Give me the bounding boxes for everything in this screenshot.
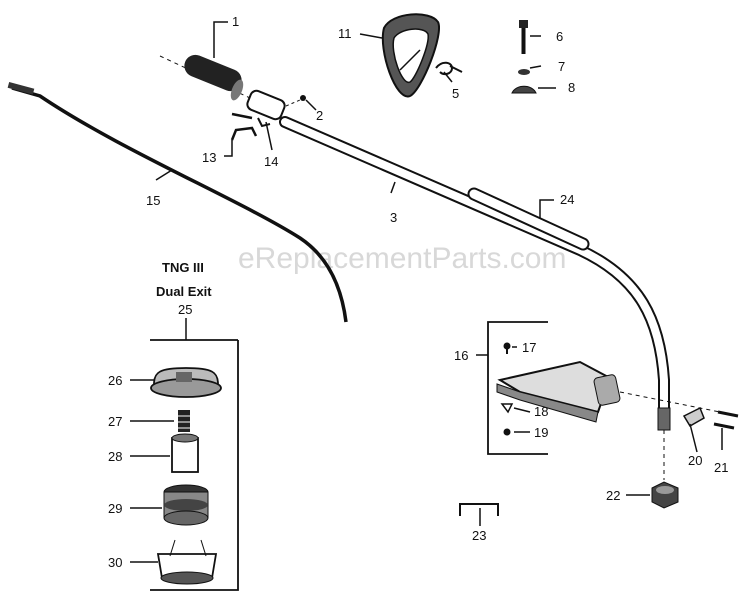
callout-labels: 1 2 3 5 6 7 8 11 13 14 15 16 17 18 19 20… — [108, 14, 728, 570]
callout-16: 16 — [454, 348, 468, 363]
callout-30: 30 — [108, 555, 122, 570]
part-16-shield-group[interactable] — [487, 321, 721, 455]
part-8-wing-nut[interactable] — [511, 85, 537, 94]
part-14-throttle-housing[interactable] — [231, 89, 286, 128]
part-15-drive-cable[interactable] — [7, 81, 348, 323]
part-13-trigger[interactable] — [230, 126, 258, 141]
callout-21: 21 — [714, 460, 728, 475]
callout-29: 29 — [108, 501, 122, 516]
callout-25: 25 — [178, 302, 192, 317]
callout-23: 23 — [472, 528, 486, 543]
callout-17: 17 — [522, 340, 536, 355]
callout-2: 2 — [316, 108, 323, 123]
callout-1: 1 — [232, 14, 239, 29]
part-22-hex-nut[interactable] — [651, 430, 679, 509]
group-title-line2: Dual Exit — [156, 284, 212, 299]
callout-6: 6 — [556, 29, 563, 44]
callout-27: 27 — [108, 414, 122, 429]
part-20-clamp[interactable] — [682, 406, 705, 428]
part-1-grip[interactable] — [159, 52, 251, 103]
callout-22: 22 — [606, 488, 620, 503]
callout-28: 28 — [108, 449, 122, 464]
part-25-trimmer-head-group[interactable] — [150, 339, 239, 591]
part-6-bolt[interactable] — [519, 20, 528, 54]
part-24-sleeve[interactable] — [467, 187, 590, 251]
callout-14: 14 — [264, 154, 278, 169]
part-3-tube[interactable] — [279, 116, 671, 431]
callout-15: 15 — [146, 193, 160, 208]
part-5-clip[interactable] — [435, 61, 463, 76]
callout-7: 7 — [558, 59, 565, 74]
watermark: eReplacementParts.com — [238, 242, 566, 275]
group-title-line1: TNG III — [162, 260, 204, 275]
part-28-eyelet[interactable] — [171, 433, 199, 473]
callout-18: 18 — [534, 404, 548, 419]
part-17-screw[interactable] — [503, 342, 511, 355]
part-26-cap[interactable] — [150, 367, 222, 398]
part-29-spool[interactable] — [163, 484, 209, 526]
callout-24: 24 — [560, 192, 574, 207]
callout-3: 3 — [390, 210, 397, 225]
callout-19: 19 — [534, 425, 548, 440]
part-18-nut[interactable] — [500, 403, 514, 414]
callout-26: 26 — [108, 373, 122, 388]
part-11-handle[interactable] — [381, 13, 440, 98]
leader-lines — [130, 21, 723, 563]
callout-20: 20 — [688, 453, 702, 468]
part-19-washer[interactable] — [503, 428, 511, 436]
part-27-spring[interactable] — [178, 410, 190, 432]
callout-5: 5 — [452, 86, 459, 101]
callout-11: 11 — [338, 26, 352, 41]
part-23-bracket[interactable] — [459, 503, 499, 516]
callout-8: 8 — [568, 80, 575, 95]
part-30-housing[interactable] — [156, 539, 218, 585]
part-7-washer[interactable] — [518, 69, 530, 75]
callout-13: 13 — [202, 150, 216, 165]
part-2-screw[interactable] — [285, 95, 306, 107]
part-21-screws[interactable] — [713, 410, 739, 430]
